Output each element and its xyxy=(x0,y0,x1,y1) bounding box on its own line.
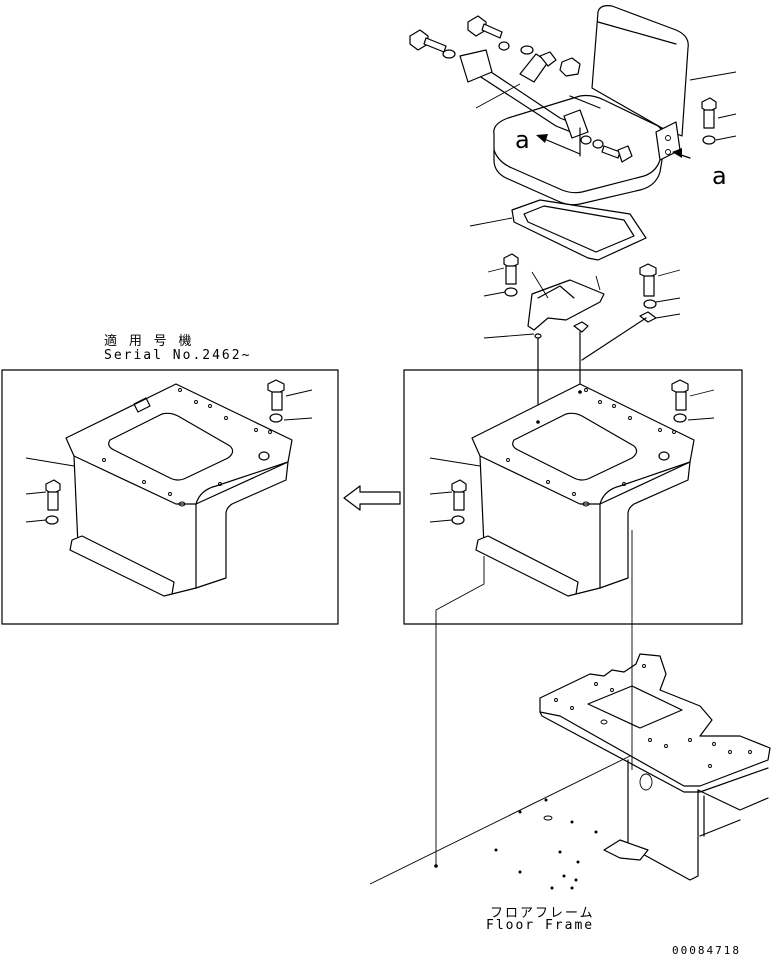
serial-label-jp: 適 用 号 機 xyxy=(104,334,194,349)
serial-label-en: Serial No.2462~ xyxy=(104,348,252,363)
belt-buckle xyxy=(459,49,493,83)
drawing-number: 00084718 xyxy=(672,944,741,957)
left-arrow-icon xyxy=(343,485,401,511)
seat-box-serial xyxy=(65,383,293,597)
gasket xyxy=(469,199,647,261)
cover-bracket xyxy=(527,271,605,417)
callout-a-left: a xyxy=(515,126,530,154)
floor-holes xyxy=(434,798,598,890)
seat xyxy=(459,5,691,206)
current-box-frame xyxy=(403,369,743,625)
floor-frame xyxy=(539,653,771,881)
floor-frame-label-en: Floor Frame xyxy=(486,918,595,933)
seat-hardware xyxy=(409,15,717,163)
seat-box-current xyxy=(471,383,695,597)
floor-frame-label-jp: フロアフレーム xyxy=(490,906,595,921)
callout-a-right: a xyxy=(712,162,727,190)
serial-box-frame xyxy=(1,369,339,625)
